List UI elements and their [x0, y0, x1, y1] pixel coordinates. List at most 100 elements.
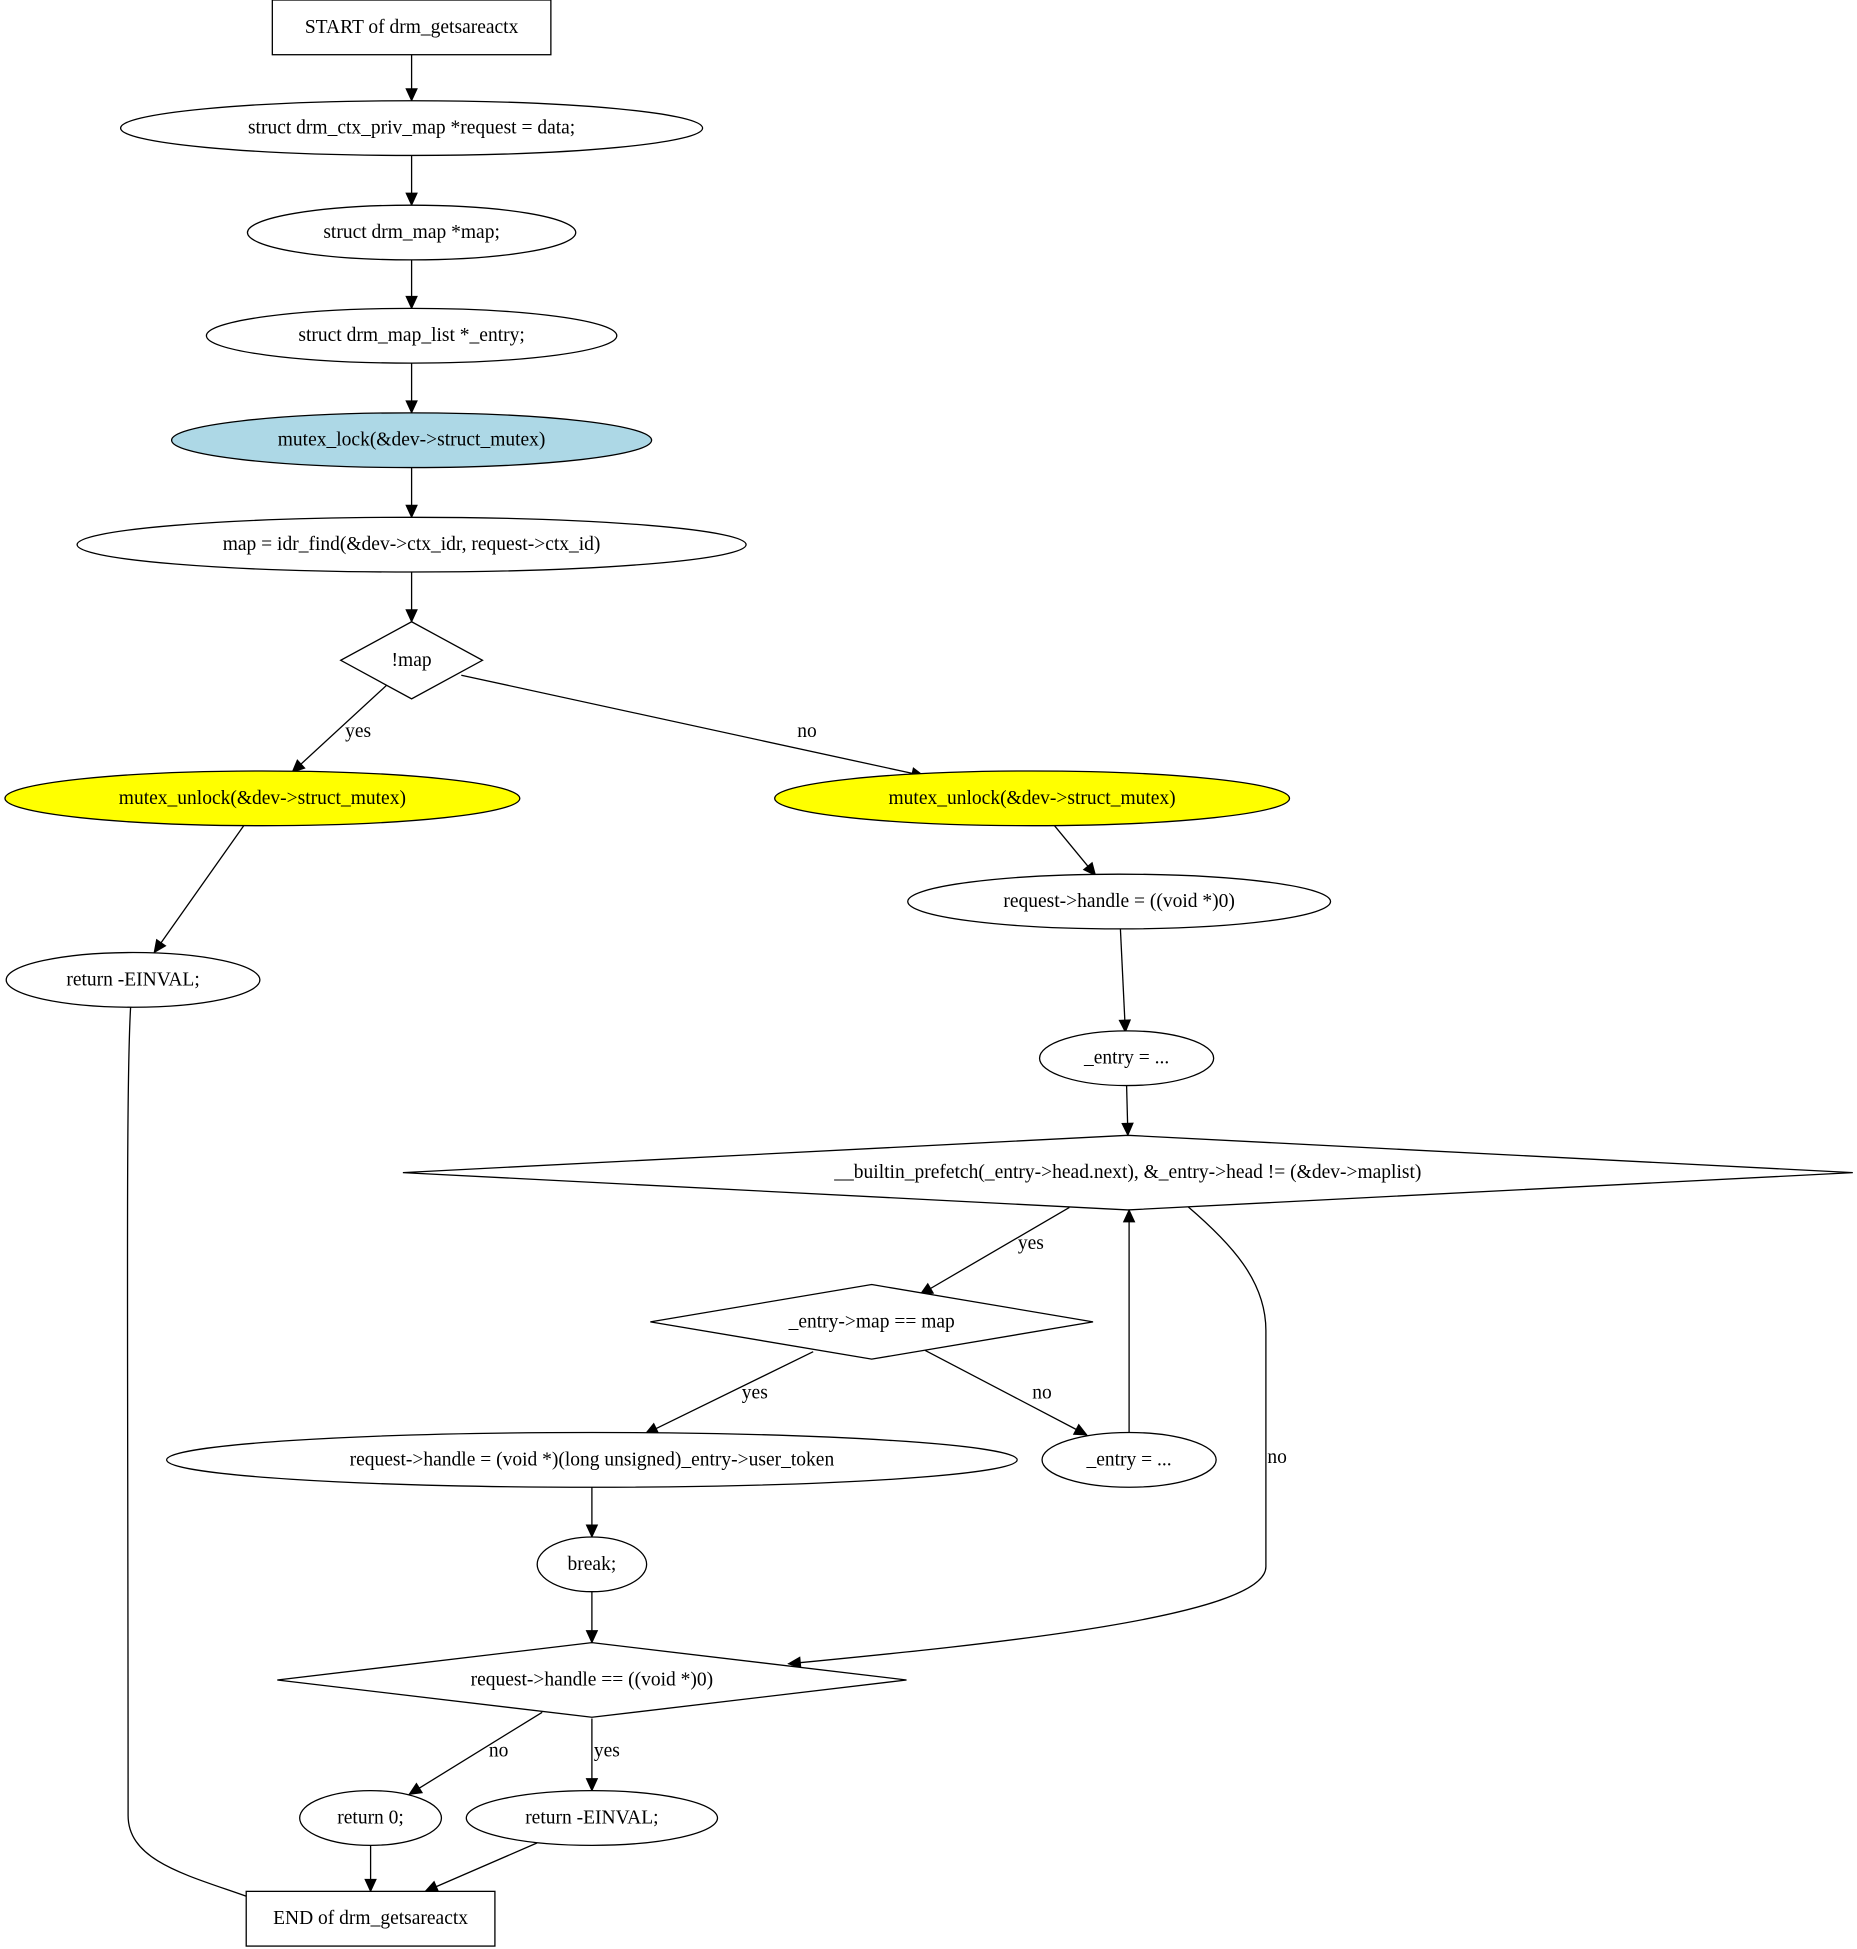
- node-ellipse: [299, 1789, 443, 1847]
- node-r0: return 0;: [299, 1789, 443, 1847]
- node-e1: _entry = ...: [1038, 1030, 1215, 1087]
- node-n3: struct drm_map_list *_entry;: [205, 307, 618, 364]
- node-label: _entry->map == map: [788, 1311, 955, 1332]
- edge-d3-h1: yes: [644, 1351, 814, 1435]
- node-ellipse: [76, 516, 747, 573]
- node-d2: __builtin_prefetch(_entry->head.next), &…: [402, 1134, 1853, 1211]
- node-d1: !map: [339, 621, 484, 700]
- node-label: request->handle = ((void *)0): [1003, 891, 1235, 912]
- node-ellipse: [774, 770, 1291, 827]
- node-label: _entry = ...: [1085, 1449, 1171, 1470]
- node-h1: request->handle = (void *)(long unsigned…: [165, 1431, 1018, 1488]
- edge-label-d2-d3: yes: [1018, 1233, 1044, 1254]
- edge-d1-u2: no: [461, 674, 926, 780]
- node-ellipse: [205, 307, 618, 364]
- node-label: __builtin_prefetch(_entry->head.next), &…: [833, 1162, 1421, 1183]
- node-ellipse: [1038, 1030, 1215, 1087]
- edge-label-d1-u1: yes: [345, 721, 371, 742]
- node-ellipse: [4, 770, 521, 827]
- node-label: struct drm_map *map;: [323, 222, 500, 243]
- arrow-head: [1072, 1423, 1088, 1436]
- node-label: mutex_unlock(&dev->struct_mutex): [889, 788, 1176, 809]
- edge-line: [645, 1351, 814, 1435]
- edge-label-d4-r2: yes: [594, 1741, 620, 1762]
- node-label: return -EINVAL;: [525, 1807, 658, 1828]
- node-label: struct drm_map_list *_entry;: [298, 325, 524, 346]
- edge-h1-brk: [585, 1487, 599, 1539]
- arrow-head: [585, 1524, 599, 1539]
- node-r2: return -EINVAL;: [465, 1789, 719, 1847]
- arrow-head: [364, 1878, 377, 1893]
- node-label: request->handle == ((void *)0): [471, 1669, 714, 1690]
- node-h0: request->handle = ((void *)0): [907, 873, 1332, 930]
- edge-line: [788, 1205, 1267, 1665]
- node-label: struct drm_ctx_priv_map *request = data;: [248, 118, 575, 139]
- edge-line: [919, 1206, 1070, 1296]
- node-label: mutex_lock(&dev->struct_mutex): [278, 430, 546, 451]
- edge-e2-d2: [1122, 1208, 1136, 1433]
- node-label: return 0;: [337, 1807, 404, 1828]
- node-diamond: [650, 1283, 1094, 1360]
- arrow-head: [405, 88, 418, 102]
- node-diamond: [339, 621, 484, 700]
- edge-h0-e1: [1118, 928, 1132, 1034]
- node-d4: request->handle == ((void *)0): [277, 1642, 907, 1718]
- node-label: END of drm_getsareactx: [273, 1908, 468, 1929]
- arrow-head: [1121, 1122, 1134, 1137]
- node-u1: mutex_unlock(&dev->struct_mutex): [4, 770, 521, 827]
- edge-label-d4-r0: no: [489, 1741, 509, 1762]
- edge-n1-n2: [405, 155, 418, 207]
- node-label: START of drm_getsareactx: [305, 17, 519, 38]
- edge-r0-end: [364, 1845, 377, 1893]
- edge-label-d2-d4: no: [1267, 1447, 1287, 1468]
- arrow-head: [291, 759, 306, 774]
- node-label: break;: [568, 1554, 617, 1575]
- arrow-head: [1082, 861, 1097, 877]
- edge-u2-h0: [1053, 825, 1097, 877]
- arrow-head: [405, 609, 418, 623]
- node-label: !map: [392, 650, 432, 671]
- edges-layer: yes no yes no yes no no yes: [126, 54, 1287, 1904]
- node-r1: return -EINVAL;: [5, 951, 261, 1008]
- node-label: _entry = ...: [1083, 1048, 1169, 1069]
- node-n1: struct drm_ctx_priv_map *request = data;: [119, 100, 704, 157]
- edge-start-n1: [405, 54, 418, 102]
- node-box: [245, 1890, 496, 1947]
- edge-u1-r1: [153, 825, 245, 954]
- edge-brk-d4: [585, 1591, 599, 1644]
- edge-lock-n4: [405, 467, 418, 519]
- arrow-head: [585, 1778, 599, 1792]
- edge-d2-d4: no: [787, 1205, 1287, 1669]
- edge-d3-e2: no: [924, 1349, 1088, 1436]
- edge-label-d3-h1: yes: [742, 1382, 768, 1403]
- node-start: START of drm_getsareactx: [271, 0, 552, 56]
- arrow-head: [424, 1880, 440, 1893]
- node-ellipse: [1041, 1431, 1217, 1488]
- edge-r2-end: [424, 1842, 538, 1893]
- node-ellipse: [165, 1431, 1018, 1488]
- node-label: mutex_unlock(&dev->struct_mutex): [119, 788, 406, 809]
- arrow-head: [405, 295, 418, 310]
- node-ellipse: [246, 204, 577, 261]
- arrow-head: [153, 938, 167, 954]
- edge-label-d1-u2: no: [797, 721, 817, 742]
- edge-d4-r2: yes: [585, 1718, 620, 1792]
- node-box: [271, 0, 552, 56]
- edge-d1-u1: yes: [291, 684, 388, 774]
- node-ellipse: [119, 100, 704, 157]
- node-u2: mutex_unlock(&dev->struct_mutex): [774, 770, 1291, 827]
- edge-line: [408, 1711, 543, 1795]
- node-n2: struct drm_map *map;: [246, 204, 577, 261]
- node-ellipse: [170, 412, 653, 469]
- edge-line: [153, 825, 245, 953]
- edge-line: [461, 674, 925, 777]
- node-label: return -EINVAL;: [66, 969, 199, 990]
- edge-n2-n3: [405, 259, 418, 310]
- node-ellipse: [5, 951, 261, 1008]
- node-e2: _entry = ...: [1041, 1431, 1217, 1488]
- node-d3: _entry->map == map: [650, 1283, 1094, 1360]
- node-diamond: [277, 1642, 907, 1718]
- arrow-head: [405, 400, 418, 415]
- node-label: request->handle = (void *)(long unsigned…: [350, 1449, 835, 1470]
